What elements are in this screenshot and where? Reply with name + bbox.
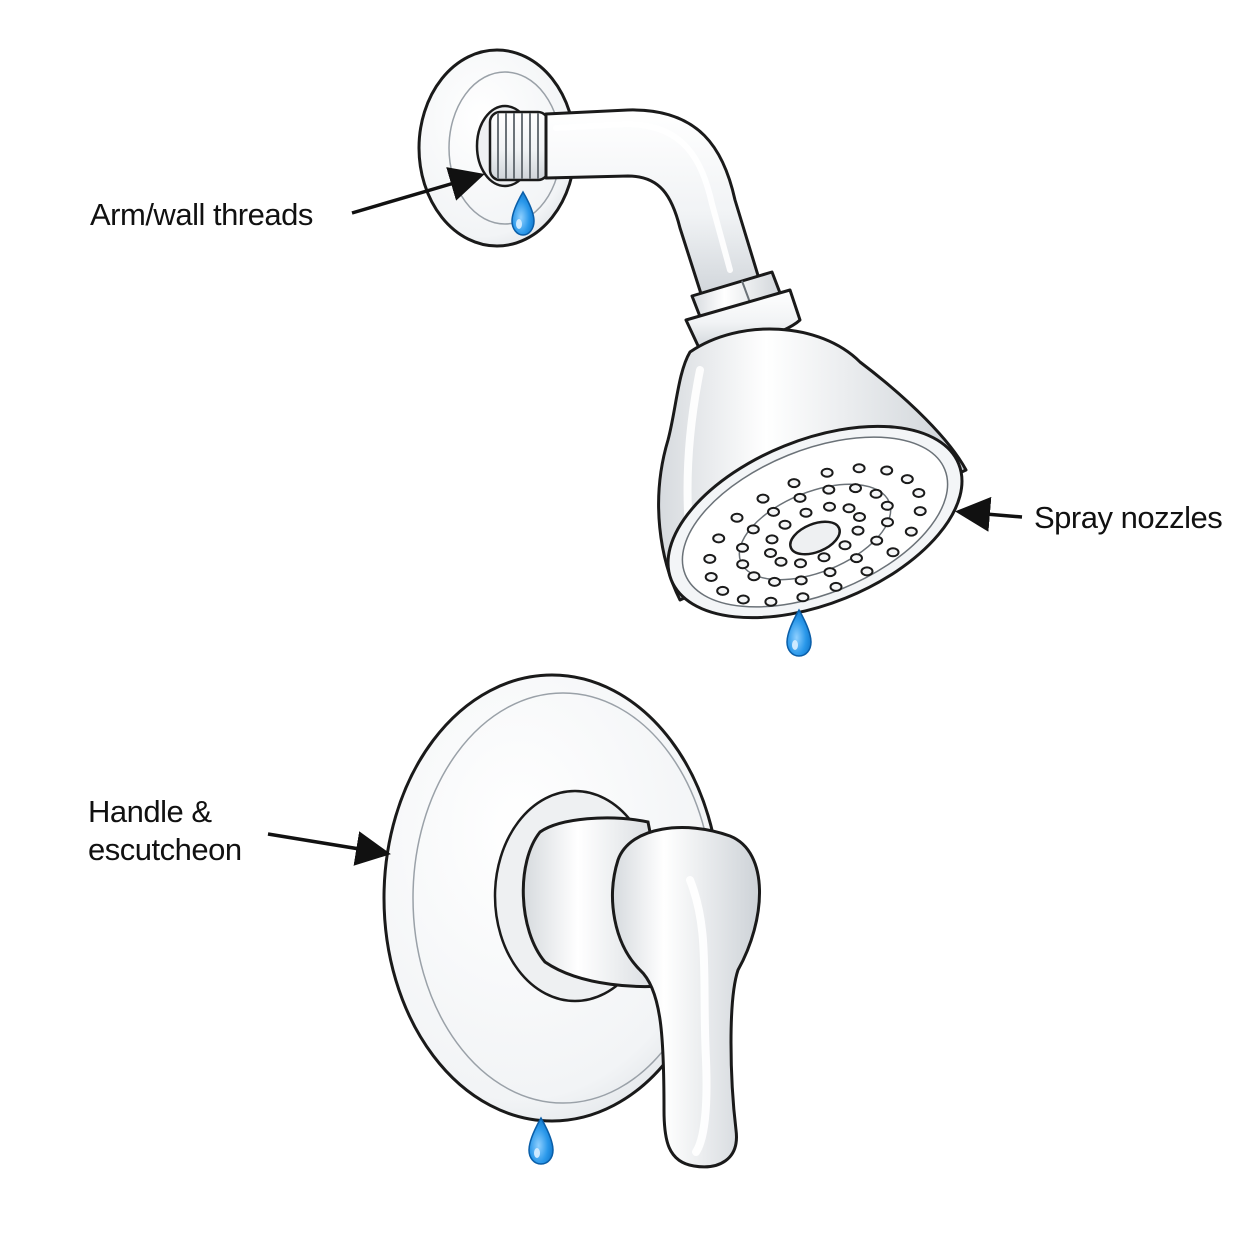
spray-nozzle-hole [764,596,778,607]
spray-nozzle-hole [765,534,779,545]
arm-threads [488,110,550,182]
spray-nozzle-hole [851,525,865,536]
spray-nozzle-hole [838,540,852,551]
spray-nozzle-hole [912,488,926,498]
leader-arrow-spray-nozzles [955,496,1023,532]
spray-nozzle-hole [756,493,770,504]
spray-nozzle-hole [712,533,726,544]
spray-nozzle-hole [794,558,807,569]
spray-nozzle-hole [869,488,883,499]
spray-nozzles [703,463,927,607]
water-drop-icon [511,190,535,236]
spray-nozzle-hole [900,474,914,485]
spray-nozzle-hole [860,566,874,577]
spray-nozzle-hole [746,524,760,535]
spray-nozzle-hole [793,492,807,503]
spray-nozzle-hole [704,572,718,582]
spray-nozzle-hole [796,592,810,603]
spray-nozzle-hole [736,559,750,570]
spray-nozzle-hole [829,581,843,592]
spray-nozzle-hole [904,526,918,537]
spray-nozzle-hole [886,547,900,558]
handle-assembly [382,673,761,1169]
spray-nozzle-hole [747,571,761,582]
spray-nozzle-hole [799,507,813,518]
spray-nozzle-hole [880,465,894,476]
spray-nozzle-hole [853,512,866,522]
spray-nozzle-hole [703,553,717,564]
spray-nozzle-hole [794,575,808,586]
spray-nozzle-hole [849,483,862,494]
spray-nozzle-hole [880,500,894,511]
spray-nozzle-hole [767,506,780,517]
handle-lever [611,826,761,1169]
spray-nozzle-hole [870,535,884,546]
shower-head [657,327,968,620]
label-handle-line2: escutcheon [88,832,242,867]
center-spray-disc [789,520,841,556]
spray-nozzle-hole [736,594,750,605]
water-drop-icon [528,1116,554,1165]
spray-nozzle-hole [774,556,788,567]
shower-arm-pipe [544,108,762,302]
spray-nozzle-hole [823,501,836,512]
spray-nozzle-hole [787,478,801,489]
spray-nozzle-hole [842,503,856,514]
spray-nozzle-hole [736,542,749,553]
leader-arrow-handle [267,831,391,866]
label-handle-line1: Handle & [88,794,212,829]
label-spray-nozzles: Spray nozzles [1034,500,1223,535]
spray-nozzle-hole [820,467,834,478]
spray-nozzle-hole [852,463,866,474]
water-drop-icon [786,608,812,657]
spray-nozzle-hole [730,512,744,523]
label-handle-escutcheon: Handle & escutcheon [88,793,242,869]
spray-nozzle-hole [822,484,836,495]
spray-nozzle-hole [913,506,927,517]
spray-nozzle-hole [817,552,831,563]
spray-nozzle-hole [764,548,777,558]
spray-nozzle-hole [778,519,792,530]
label-arm-wall-threads: Arm/wall threads [90,197,313,232]
spray-nozzle-hole [823,567,837,578]
spray-nozzle-hole [850,553,863,564]
spray-nozzle-hole [768,576,781,587]
shower-arm-assembly [417,48,802,352]
spray-nozzle-hole [881,517,894,528]
leader-arrow-arm-threads [351,167,485,215]
spray-nozzle-hole [716,585,730,596]
